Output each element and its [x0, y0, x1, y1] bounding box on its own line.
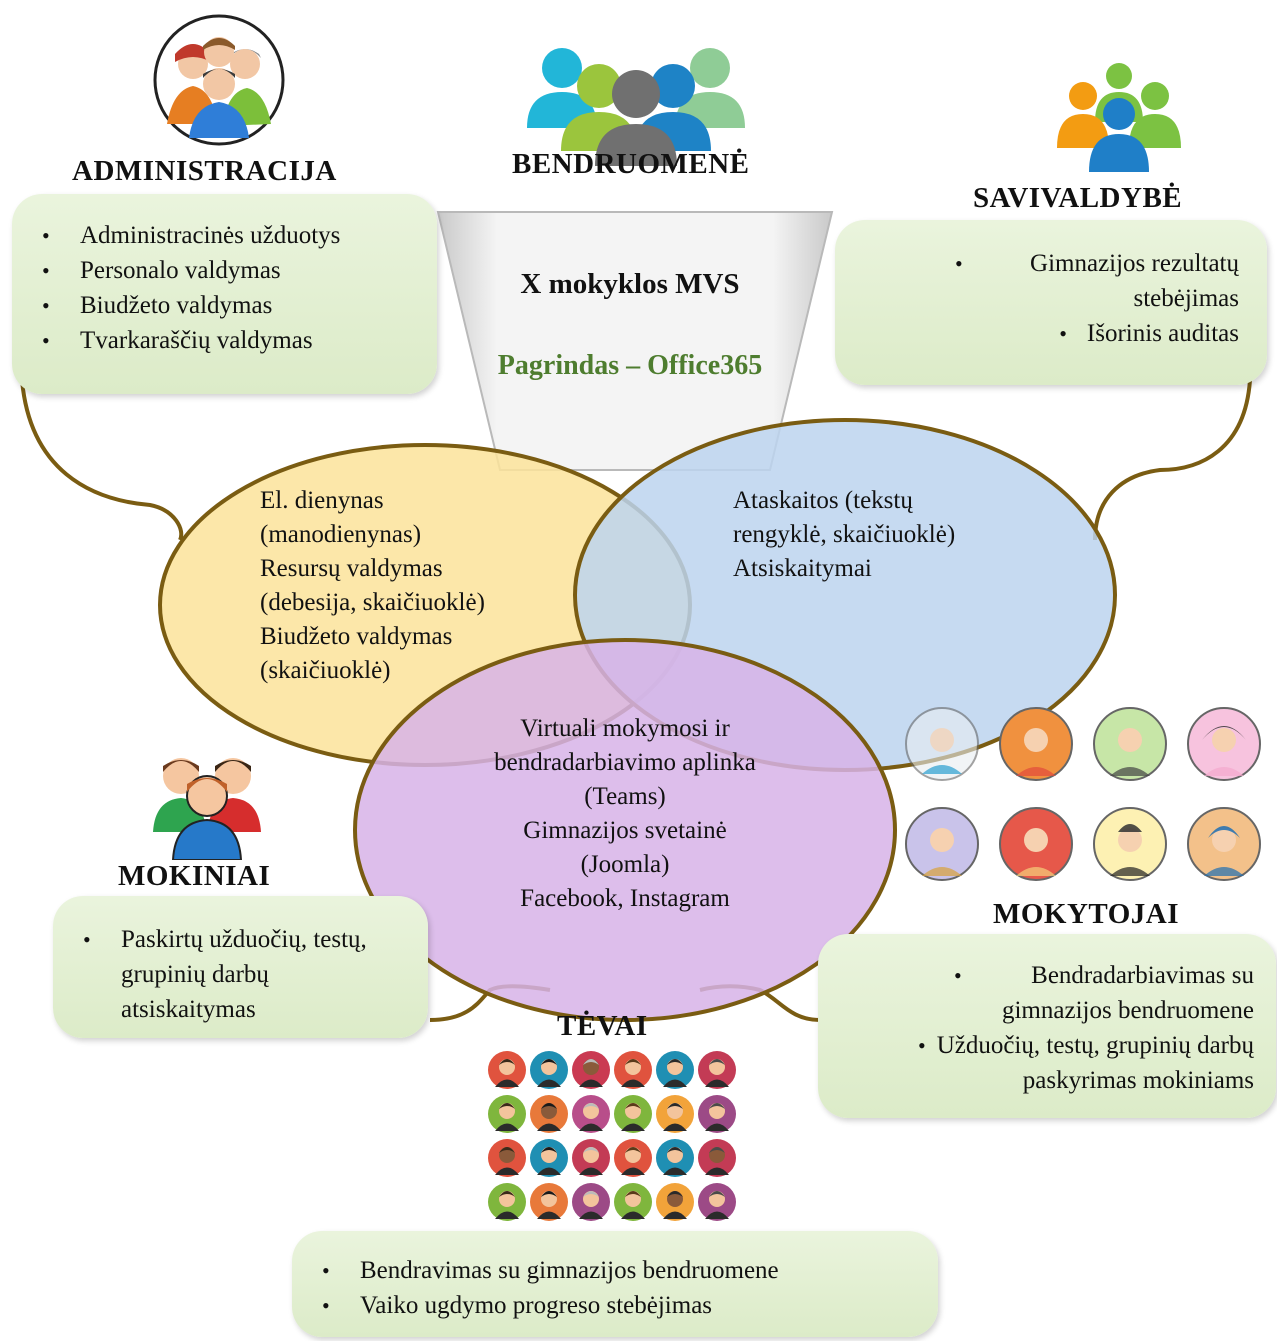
- admin-group-icon: [153, 14, 285, 146]
- community-group-icon: [527, 48, 745, 166]
- parent-avatar-icon: [488, 1095, 526, 1133]
- parent-avatar-icon: [530, 1051, 568, 1089]
- ellipse-line: Atsiskaitymai: [733, 555, 872, 582]
- students-list: Paskirtų užduočių, testų, grupinių darbų…: [53, 922, 428, 1027]
- ellipse-line: Virtuali mokymosi ir: [520, 715, 730, 742]
- parent-avatar-icon: [488, 1139, 526, 1177]
- ellipse-purple-text: Virtuali mokymosi ir bendradarbiavimo ap…: [440, 712, 810, 916]
- parent-avatar-icon: [572, 1051, 610, 1089]
- list-item: • Užduočių, testų, grupinių darbų paskyr…: [818, 1028, 1254, 1098]
- parent-avatar-icon: [572, 1139, 610, 1177]
- bullet: •: [954, 963, 962, 988]
- teachers-heading: MOKYTOJAI: [993, 898, 1180, 930]
- teachers-avatars-icon: [905, 707, 1261, 881]
- parent-avatar-icon: [614, 1183, 652, 1221]
- bullet: •: [1059, 321, 1067, 346]
- parent-avatar-icon: [656, 1183, 694, 1221]
- bullet: •: [955, 251, 963, 276]
- parent-avatar-icon: [614, 1095, 652, 1133]
- list-item: • Gimnazijos rezultatų stebėjimas: [835, 246, 1239, 316]
- parent-avatar-icon: [530, 1183, 568, 1221]
- community-heading: BENDRUOMENĖ: [512, 148, 750, 180]
- parent-avatar-icon: [614, 1139, 652, 1177]
- ellipse-line: Biudžeto valdymas: [260, 623, 453, 650]
- parent-avatar-icon: [530, 1139, 568, 1177]
- ellipse-blue-text: Ataskaitos (tekstų rengyklė, skaičiuoklė…: [733, 484, 955, 586]
- admin-heading: ADMINISTRACIJA: [72, 155, 337, 187]
- list-item: Biudžeto valdymas: [12, 288, 437, 323]
- ellipse-yellow-text: El. dienynas (manodienynas) Resursų vald…: [260, 484, 485, 688]
- ellipse-line: (Teams): [584, 783, 666, 810]
- parent-avatar-icon: [656, 1051, 694, 1089]
- list-item: Bendravimas su gimnazijos bendruomene: [292, 1253, 938, 1288]
- list-item: Personalo valdymas: [12, 253, 437, 288]
- parent-avatar-icon: [572, 1095, 610, 1133]
- center-subtitle: Pagrindas – Office365: [497, 350, 763, 381]
- list-item-text: Bendradarbiavimas su gimnazijos bendruom…: [1001, 962, 1254, 1024]
- list-item: Tvarkaraščių valdymas: [12, 323, 437, 358]
- parent-avatar-icon: [656, 1139, 694, 1177]
- parent-avatar-icon: [488, 1183, 526, 1221]
- municipality-box: • Gimnazijos rezultatų stebėjimas • Išori…: [835, 220, 1267, 385]
- ellipse-line: (debesija, skaičiuoklė): [260, 589, 485, 616]
- admin-box: Administracinės užduotys Personalo valdy…: [12, 194, 437, 394]
- ellipse-purple: [353, 638, 897, 1022]
- list-item: • Bendradarbiavimas su gimnazijos bendru…: [818, 958, 1254, 1028]
- list-item-text: Išorinis auditas: [1086, 320, 1239, 347]
- list-item: Paskirtų užduočių, testų, grupinių darbų…: [53, 922, 428, 1027]
- parent-avatar-icon: [656, 1095, 694, 1133]
- center-title: X mokyklos MVS: [520, 268, 740, 300]
- parent-avatar-icon: [698, 1183, 736, 1221]
- admin-list: Administracinės užduotys Personalo valdy…: [12, 218, 437, 358]
- parent-avatar-icon: [614, 1051, 652, 1089]
- list-item: • Išorinis auditas: [835, 316, 1239, 351]
- parents-heading: TĖVAI: [557, 1010, 648, 1042]
- municipality-heading: SAVIVALDYBĖ: [973, 182, 1183, 214]
- teachers-list: • Bendradarbiavimas su gimnazijos bendru…: [818, 958, 1254, 1098]
- list-item: Vaiko ugdymo progreso stebėjimas: [292, 1288, 938, 1323]
- parents-box: Bendravimas su gimnazijos bendruomene Va…: [292, 1231, 938, 1337]
- ellipse-line: (skaičiuoklė): [260, 657, 391, 684]
- municipality-connector: [1093, 379, 1252, 541]
- parent-avatar-icon: [488, 1051, 526, 1089]
- students-heading: MOKINIAI: [118, 860, 271, 892]
- ellipse-line: El. dienynas: [260, 487, 384, 514]
- bullet: •: [918, 1033, 926, 1058]
- municipality-list: • Gimnazijos rezultatų stebėjimas • Išori…: [835, 246, 1239, 351]
- ellipse-line: (Joomla): [580, 851, 670, 878]
- students-box: Paskirtų užduočių, testų, grupinių darbų…: [53, 896, 428, 1038]
- ellipse-line: Gimnazijos svetainė: [523, 817, 727, 844]
- list-item-text: Užduočių, testų, grupinių darbų paskyrim…: [936, 1032, 1254, 1094]
- parent-avatar-icon: [698, 1051, 736, 1089]
- parents-avatars-icon: [488, 1051, 736, 1221]
- teachers-box: • Bendradarbiavimas su gimnazijos bendru…: [818, 934, 1276, 1118]
- parent-avatar-icon: [572, 1183, 610, 1221]
- list-item-text: Gimnazijos rezultatų stebėjimas: [1030, 250, 1239, 312]
- ellipse-line: Resursų valdymas: [260, 555, 443, 582]
- list-item: Administracinės užduotys: [12, 218, 437, 253]
- admin-connector: [20, 379, 184, 541]
- parent-avatar-icon: [530, 1095, 568, 1133]
- municipality-group-icon: [1057, 63, 1181, 172]
- parents-list: Bendravimas su gimnazijos bendruomene Va…: [292, 1253, 938, 1323]
- ellipse-line: Ataskaitos (tekstų: [733, 487, 913, 514]
- parent-avatar-icon: [698, 1139, 736, 1177]
- parent-avatar-icon: [698, 1095, 736, 1133]
- ellipse-line: Facebook, Instagram: [520, 885, 730, 912]
- ellipse-line: rengyklė, skaičiuoklė): [733, 521, 956, 548]
- students-group-icon: [153, 758, 261, 860]
- ellipse-line: bendradarbiavimo aplinka: [494, 749, 756, 776]
- ellipse-line: (manodienynas): [260, 521, 422, 548]
